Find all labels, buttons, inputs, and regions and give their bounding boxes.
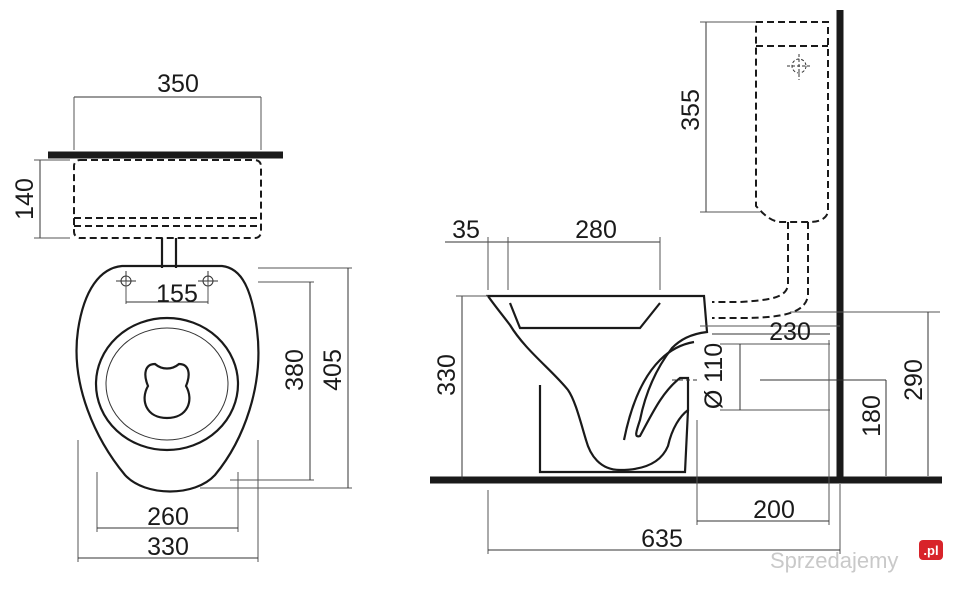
dim-label-260: 260	[147, 503, 189, 531]
dim-label-405: 405	[319, 349, 347, 391]
dim-label-330-height: 330	[433, 354, 461, 396]
dim-label-200: 200	[753, 496, 795, 524]
dim-label-35: 35	[452, 216, 480, 244]
dim-label-330-width: 330	[147, 533, 189, 561]
toilet-pedestal	[538, 385, 690, 474]
bowl-inner-rim	[94, 316, 240, 452]
bowl-outer-top	[75, 264, 260, 493]
watermark-badge: .pl	[923, 543, 938, 558]
flush-pipe-outer	[712, 222, 789, 303]
cistern-outline	[755, 21, 829, 223]
drain-hole	[143, 362, 191, 420]
watermark-brand: Sprzedajemy	[770, 548, 898, 573]
dim-label-380: 380	[281, 349, 309, 391]
dim-label-180: 180	[858, 395, 886, 437]
cistern-button-icon	[787, 54, 811, 80]
trap-channel	[622, 340, 695, 441]
bowl-inner-basin	[105, 327, 229, 441]
dim-label-230: 230	[769, 318, 811, 346]
dim-label-140: 140	[11, 178, 39, 220]
flush-pipe-inner	[712, 222, 809, 319]
side-view: 35 280 355 230 Ø 110 330 180 290 200	[430, 10, 942, 554]
dim-label-280: 280	[575, 216, 617, 244]
dim-label-155: 155	[156, 280, 198, 308]
toilet-rim-inner	[508, 302, 661, 330]
top-view: 350 140 155	[11, 70, 352, 562]
watermark: Sprzedajemy .pl	[770, 540, 943, 573]
dim-label-outlet-diameter: Ø 110	[700, 343, 728, 409]
dim-label-350: 350	[157, 70, 199, 98]
tank-outline-top	[73, 159, 262, 239]
dim-label-635: 635	[641, 525, 683, 553]
dim-label-355: 355	[677, 89, 705, 131]
watermark-badge-bg	[919, 540, 943, 560]
toilet-bowl-side	[485, 294, 709, 472]
dim-label-290: 290	[900, 359, 928, 401]
